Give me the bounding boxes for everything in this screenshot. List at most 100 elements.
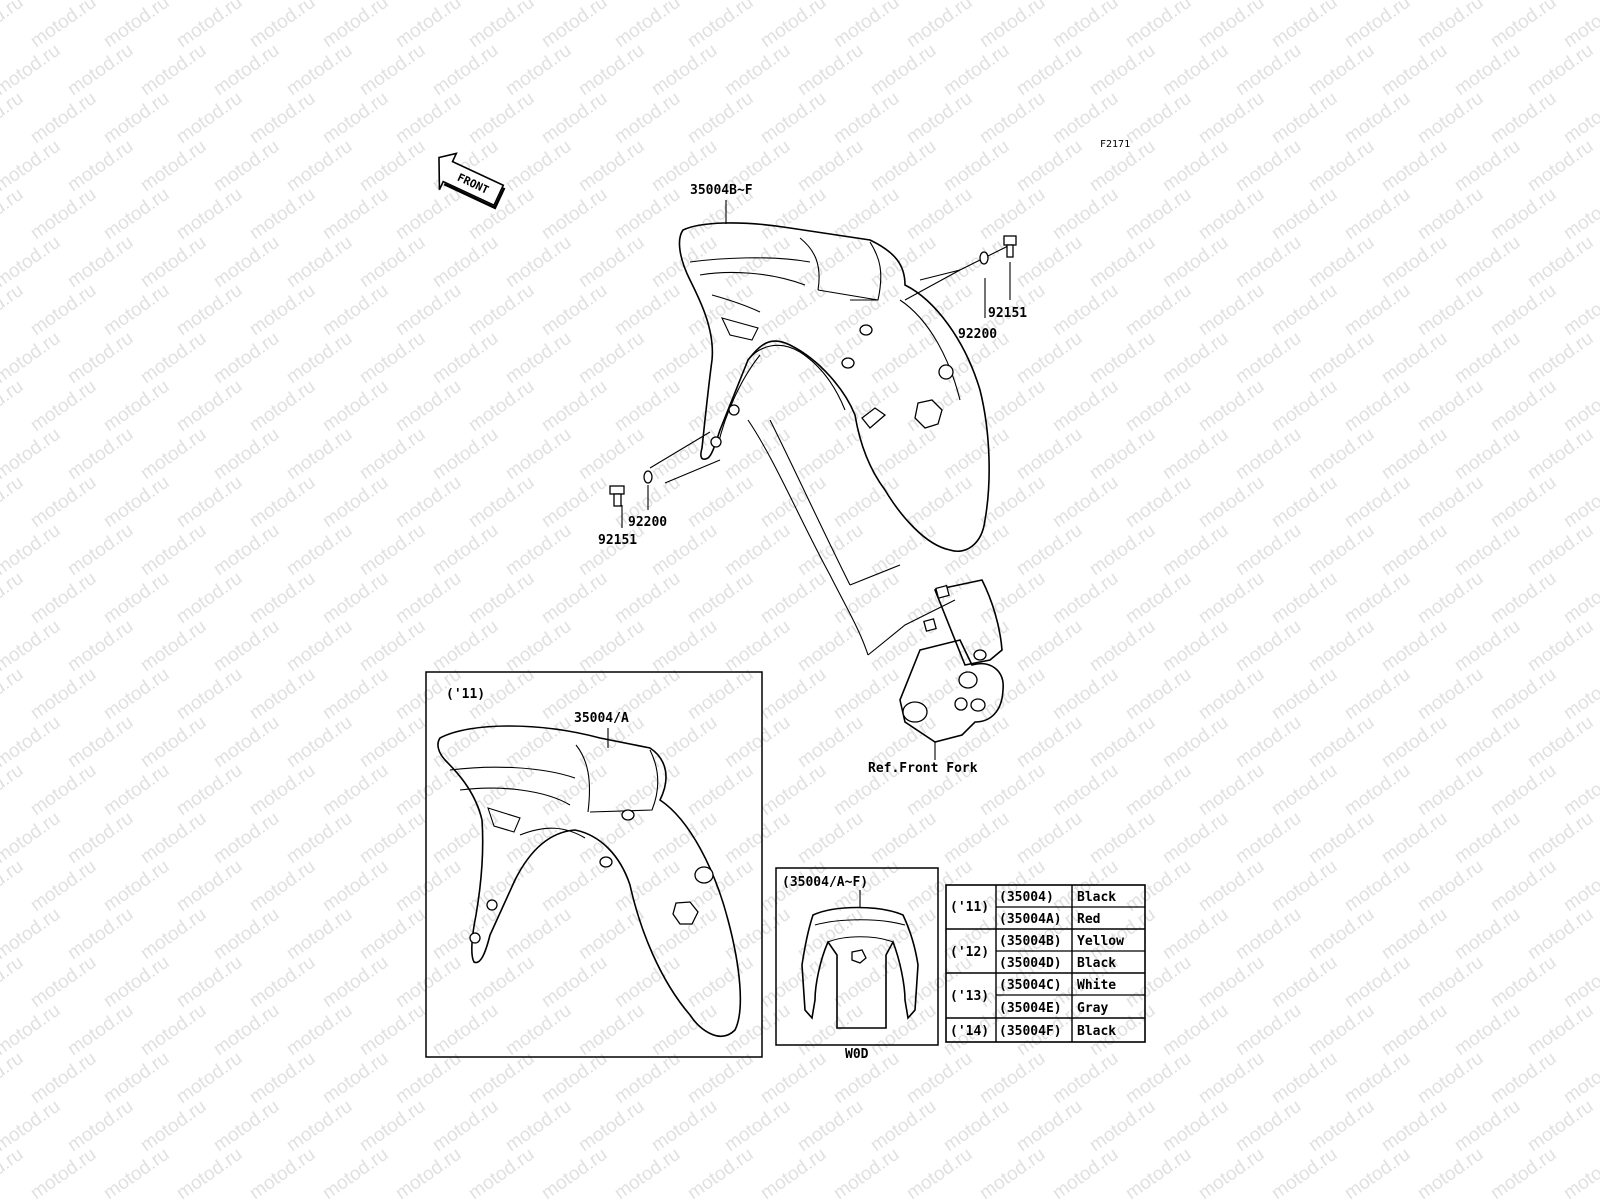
watermark-text: motod.ru xyxy=(64,904,137,964)
watermark-text: motod.ru xyxy=(684,472,757,532)
watermark-text: motod.ru xyxy=(684,88,757,148)
watermark-text: motod.ru xyxy=(319,568,392,628)
watermark-text: motod.ru xyxy=(465,568,538,628)
watermark-text: motod.ru xyxy=(757,760,830,820)
watermark-text: motod.ru xyxy=(100,1144,173,1200)
watermark-text: motod.ru xyxy=(1159,1000,1232,1060)
watermark-text: motod.ru xyxy=(1049,1048,1122,1108)
watermark-text: motod.ru xyxy=(757,280,830,340)
watermark-text: motod.ru xyxy=(392,280,465,340)
watermark-text: motod.ru xyxy=(721,40,794,100)
watermark-text: motod.ru xyxy=(210,40,283,100)
watermark-text: motod.ru xyxy=(940,1096,1013,1156)
watermark-text: motod.ru xyxy=(1341,376,1414,436)
watermark-text: motod.ru xyxy=(1414,88,1487,148)
watermark-text: motod.ru xyxy=(684,664,757,724)
watermark-text: motod.ru xyxy=(246,376,319,436)
watermark-text: motod.ru xyxy=(392,568,465,628)
watermark-text: motod.ru xyxy=(319,88,392,148)
watermark-text: motod.ru xyxy=(1049,472,1122,532)
watermark-text: motod.ru xyxy=(137,1000,210,1060)
watermark-text: motod.ru xyxy=(1122,952,1195,1012)
watermark-text: motod.ru xyxy=(648,1096,721,1156)
watermark-text: motod.ru xyxy=(1013,40,1086,100)
watermark-text: motod.ru xyxy=(283,712,356,772)
table-part: (35004E) xyxy=(999,1001,1062,1016)
table-part: (35004) xyxy=(999,890,1054,905)
watermark-text: motod.ru xyxy=(100,280,173,340)
watermark-text: motod.ru xyxy=(64,136,137,196)
watermark-text: motod.ru xyxy=(465,472,538,532)
watermark-text: motod.ru xyxy=(392,184,465,244)
watermark-text: motod.ru xyxy=(27,856,100,916)
watermark-text: motod.ru xyxy=(1305,520,1378,580)
watermark-text: motod.ru xyxy=(976,760,1049,820)
watermark-text: motod.ru xyxy=(794,1096,867,1156)
watermark-text: motod.ru xyxy=(319,760,392,820)
watermark-text: motod.ru xyxy=(356,328,429,388)
watermark-text: motod.ru xyxy=(100,760,173,820)
watermark-text: motod.ru xyxy=(356,1000,429,1060)
watermark-text: motod.ru xyxy=(1560,1144,1600,1200)
watermark-text: motod.ru xyxy=(283,328,356,388)
watermark-text: motod.ru xyxy=(1232,1096,1305,1156)
front-fender-main xyxy=(678,222,990,656)
watermark-text: motod.ru xyxy=(356,40,429,100)
watermark-text: motod.ru xyxy=(1305,232,1378,292)
watermark-text: motod.ru xyxy=(721,1096,794,1156)
watermark-text: motod.ru xyxy=(1378,1096,1451,1156)
watermark-text: motod.ru xyxy=(64,520,137,580)
watermark-text: motod.ru xyxy=(794,328,867,388)
watermark-text: motod.ru xyxy=(1013,520,1086,580)
watermark-text: motod.ru xyxy=(611,184,684,244)
watermark-text: motod.ru xyxy=(502,904,575,964)
watermark-text: motod.ru xyxy=(173,0,246,52)
watermark-text: motod.ru xyxy=(903,1144,976,1200)
watermark-text: motod.ru xyxy=(319,376,392,436)
watermark-text: motod.ru xyxy=(1013,1096,1086,1156)
watermark-text: motod.ru xyxy=(575,328,648,388)
watermark-text: motod.ru xyxy=(538,568,611,628)
watermark-text: motod.ru xyxy=(1414,280,1487,340)
watermark-text: motod.ru xyxy=(1232,232,1305,292)
watermark-text: motod.ru xyxy=(429,40,502,100)
callout-35004B-F: 35004B~F xyxy=(690,183,753,198)
watermark-text: motod.ru xyxy=(611,952,684,1012)
watermark-text: motod.ru xyxy=(1086,232,1159,292)
watermark-text: motod.ru xyxy=(64,424,137,484)
table-year: ('11) xyxy=(950,900,989,915)
watermark-text: motod.ru xyxy=(1086,712,1159,772)
watermark-text: motod.ru xyxy=(319,0,392,52)
callout-92151-right: 92151 xyxy=(988,306,1027,321)
watermark-text: motod.ru xyxy=(867,1000,940,1060)
table-part: (35004F) xyxy=(999,1024,1062,1039)
watermark-text: motod.ru xyxy=(940,136,1013,196)
watermark-text: motod.ru xyxy=(0,376,27,436)
table-color: Black xyxy=(1077,956,1116,971)
watermark-text: motod.ru xyxy=(1487,856,1560,916)
table-year: ('14) xyxy=(950,1024,989,1039)
watermark-text: motod.ru xyxy=(757,952,830,1012)
watermark-text: motod.ru xyxy=(1378,424,1451,484)
table-part: (35004B) xyxy=(999,934,1062,949)
watermark-text: motod.ru xyxy=(210,232,283,292)
watermark-text: motod.ru xyxy=(392,376,465,436)
watermark-text: motod.ru xyxy=(794,808,867,868)
watermark-text: motod.ru xyxy=(429,424,502,484)
table-color: White xyxy=(1077,978,1116,993)
watermark-text: motod.ru xyxy=(0,280,27,340)
watermark-text: motod.ru xyxy=(27,88,100,148)
front-fork: Ref.Front Fork xyxy=(868,579,1004,776)
watermark-text: motod.ru xyxy=(757,664,830,724)
table-year: ('12) xyxy=(950,945,989,960)
watermark-text: motod.ru xyxy=(1451,616,1524,676)
watermark-text: motod.ru xyxy=(27,568,100,628)
watermark-text: motod.ru xyxy=(137,616,210,676)
watermark-text: motod.ru xyxy=(502,520,575,580)
watermark-text: motod.ru xyxy=(1524,520,1597,580)
watermark-text: motod.ru xyxy=(1013,424,1086,484)
watermark-text: motod.ru xyxy=(173,280,246,340)
watermark-text: motod.ru xyxy=(1159,904,1232,964)
watermark-text: motod.ru xyxy=(1049,568,1122,628)
